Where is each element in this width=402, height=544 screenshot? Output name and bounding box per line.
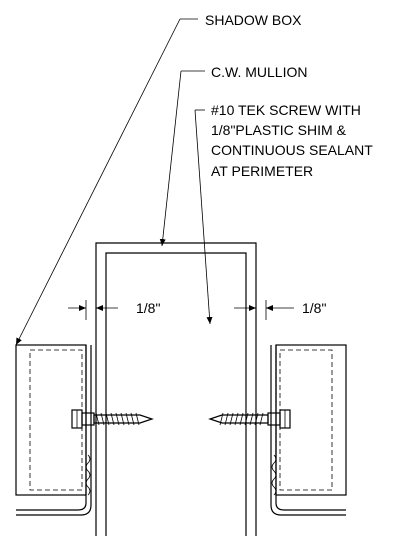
dimension-left: [68, 300, 118, 320]
label-screw-line-1: #10 TEK SCREW WITH: [211, 102, 361, 118]
leader-mullion: [159, 70, 205, 247]
tek-screw-left: [71, 409, 154, 429]
mullion-profile: [95, 242, 257, 536]
dimension-right-label: 1/8": [302, 300, 326, 316]
dimension-right: [234, 300, 294, 320]
tek-screw-right: [208, 409, 291, 429]
label-screw-line-2: 1/8"PLASTIC SHIM &: [211, 122, 347, 138]
label-screw-line-4: AT PERIMETER: [211, 163, 313, 179]
label-mullion: C.W. MULLION: [211, 64, 307, 80]
label-screw-line-3: CONTINUOUS SEALANT: [211, 142, 373, 158]
shadow-box-left: [15, 344, 92, 516]
leader-screw: [194, 109, 213, 325]
leader-shadow-box: [15, 18, 198, 346]
label-shadow-box: SHADOW BOX: [205, 12, 302, 28]
dimension-left-label: 1/8": [136, 300, 160, 316]
shadow-box-right: [270, 344, 347, 516]
